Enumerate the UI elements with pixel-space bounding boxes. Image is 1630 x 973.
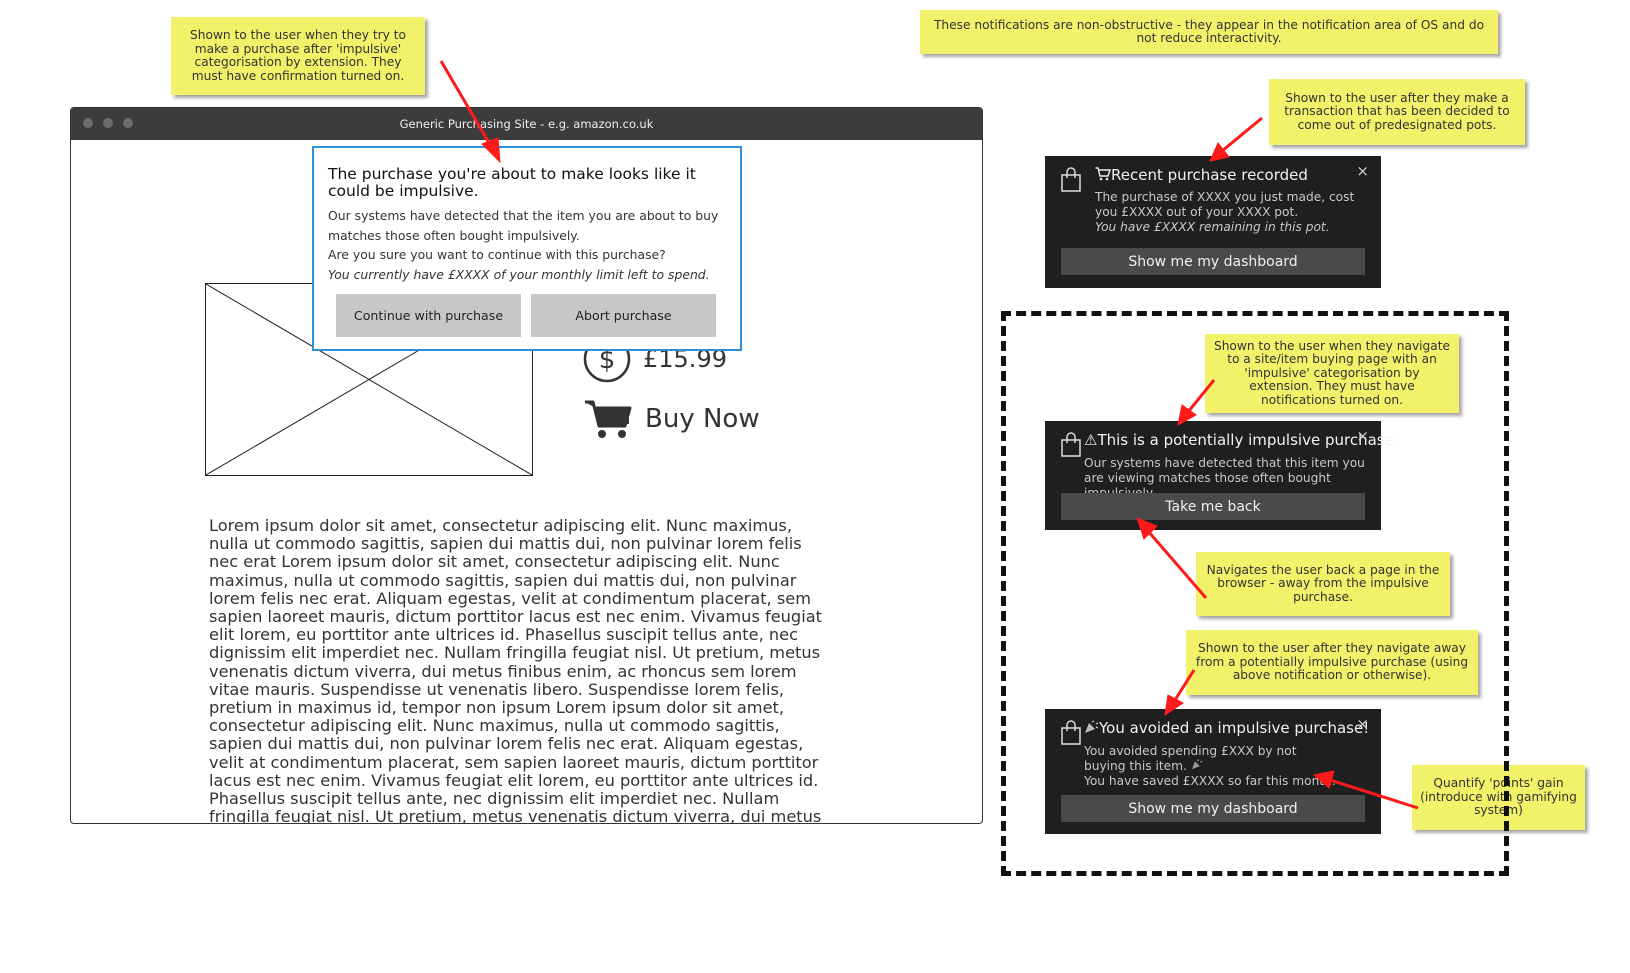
party-popper-icon — [1085, 720, 1099, 733]
warning-icon: ⚠ — [1084, 431, 1098, 449]
dialog-body: Our systems have detected that the item … — [328, 206, 726, 284]
window-minimize-dot[interactable] — [103, 118, 113, 128]
notification-title-text: Recent purchase recorded — [1111, 166, 1308, 184]
sticky-note-back: Navigates the user back a page in the br… — [1196, 552, 1450, 616]
notification-impulsive-purchase: ⚠This is a potentially impulsive purchas… — [1045, 421, 1394, 530]
svg-text:$: $ — [599, 345, 616, 375]
notification-title: ⚠This is a potentially impulsive purchas… — [1084, 431, 1394, 449]
sticky-note-avoided: Shown to the user after they navigate aw… — [1186, 630, 1478, 695]
browser-titlebar: Generic Purchasing Site - e.g. amazon.co… — [71, 108, 982, 140]
product-description: Lorem ipsum dolor sit amet, consectetur … — [209, 516, 822, 824]
party-popper-icon — [1191, 759, 1203, 770]
abort-purchase-button[interactable]: Abort purchase — [531, 294, 716, 337]
sticky-note-points: Quantify 'points' gain (introduce with g… — [1412, 765, 1585, 830]
notification-recent-purchase: Recent purchase recorded × The purchase … — [1045, 156, 1381, 288]
sticky-note-navigate: Shown to the user when they navigate to … — [1205, 334, 1459, 413]
notification-body-line-2: You have saved £XXXX so far this month. — [1084, 774, 1336, 788]
notification-flow-group — [1001, 311, 1509, 876]
notification-title: You avoided an impulsive purchase! — [1084, 719, 1369, 737]
close-icon[interactable]: × — [1356, 162, 1369, 180]
notification-body: You avoided spending £XXX by not buying … — [1084, 744, 1339, 789]
shopping-bag-icon — [1059, 432, 1083, 463]
browser-title: Generic Purchasing Site - e.g. amazon.co… — [399, 117, 654, 131]
window-maximize-dot[interactable] — [123, 118, 133, 128]
saved-amount-text: You avoided spending £XXX by not buying … — [1084, 744, 1297, 773]
notification-body-line-1: The purchase of XXXX you just made, cost… — [1095, 190, 1355, 219]
close-icon[interactable]: × — [1356, 427, 1369, 445]
notification-title: Recent purchase recorded — [1095, 166, 1308, 184]
notification-body-line-1: You avoided spending £XXX by not buying … — [1084, 744, 1339, 774]
close-icon[interactable]: × — [1356, 715, 1369, 733]
buy-now-button[interactable]: Buy Now — [583, 395, 760, 443]
notification-title-text: You avoided an impulsive purchase! — [1099, 719, 1370, 737]
cart-icon — [585, 400, 632, 438]
dialog-title: The purchase you're about to make looks … — [328, 165, 696, 200]
dialog-line-2: Are you sure you want to continue with t… — [328, 247, 666, 262]
show-dashboard-button[interactable]: Show me my dashboard — [1061, 248, 1365, 275]
show-dashboard-button[interactable]: Show me my dashboard — [1061, 795, 1365, 822]
notification-title-text: This is a potentially impulsive purchase — [1097, 431, 1394, 449]
continue-purchase-button[interactable]: Continue with purchase — [336, 294, 521, 337]
notification-avoided-purchase: You avoided an impulsive purchase! × You… — [1045, 709, 1381, 834]
notification-body: The purchase of XXXX you just made, cost… — [1095, 190, 1375, 235]
impulse-confirm-dialog: The purchase you're about to make looks … — [312, 146, 742, 351]
dialog-line-3: You currently have £XXXX of your monthly… — [328, 266, 710, 282]
take-me-back-button[interactable]: Take me back — [1061, 493, 1365, 520]
shopping-bag-icon — [1059, 167, 1083, 198]
dialog-line-1: Our systems have detected that the item … — [328, 208, 719, 243]
sticky-note-non-obstructive: These notifications are non-obstructive … — [920, 10, 1498, 54]
cart-icon — [1095, 167, 1111, 181]
sticky-note-modal: Shown to the user when they try to make … — [171, 17, 425, 95]
notification-body-line-2: You have £XXXX remaining in this pot. — [1095, 220, 1330, 234]
sticky-note-transaction: Shown to the user after they make a tran… — [1269, 79, 1525, 145]
window-close-dot[interactable] — [83, 118, 93, 128]
shopping-bag-icon — [1059, 720, 1083, 751]
buy-now-label: Buy Now — [645, 404, 760, 434]
